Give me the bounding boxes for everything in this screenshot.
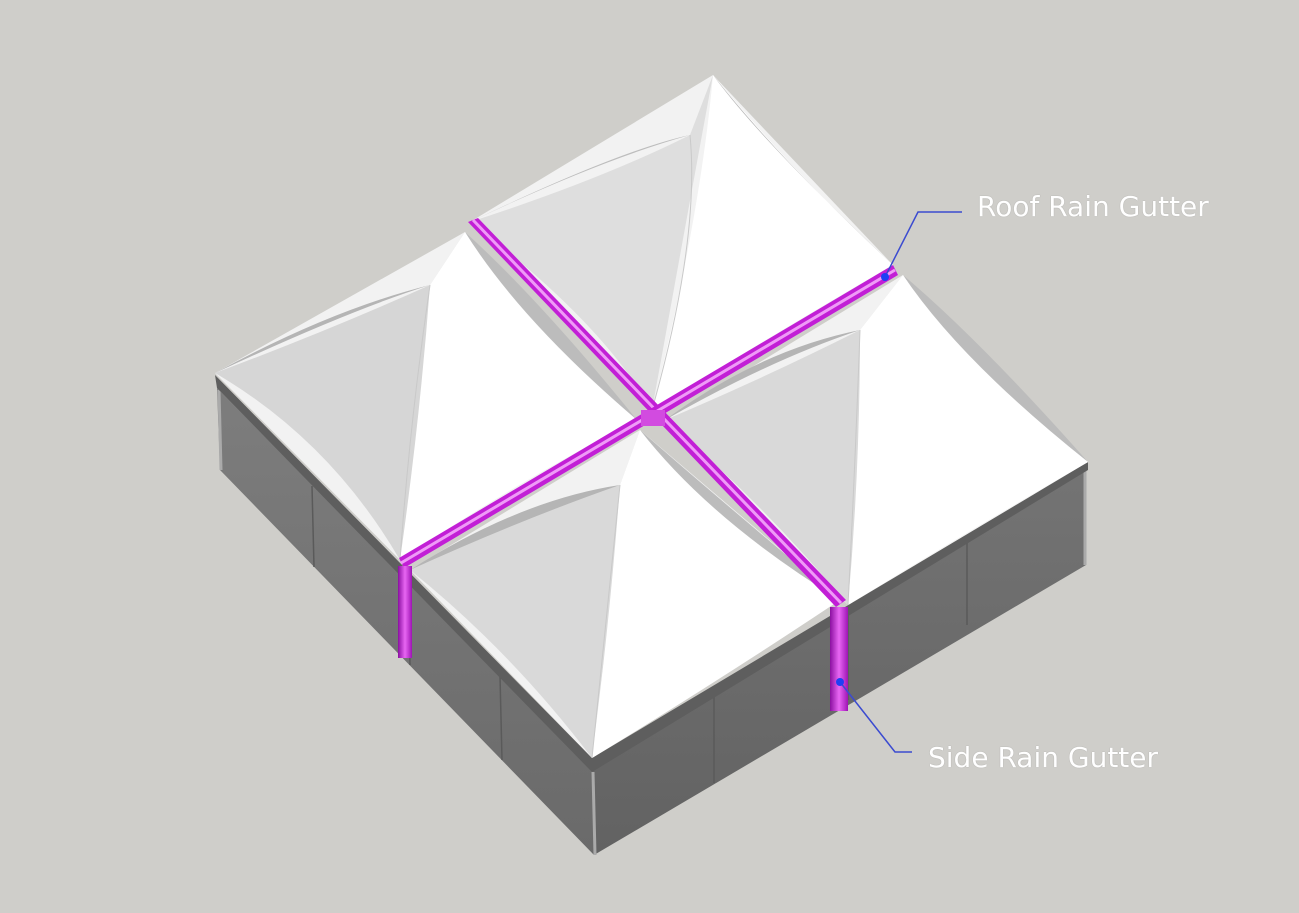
roof-gutter-leader: [884, 211, 962, 278]
callout-dot-icon: [881, 273, 889, 281]
rain-gutters: [398, 218, 898, 711]
callout-dot-icon: [836, 678, 844, 686]
callout-leaders: [836, 211, 962, 753]
side-gutter-leader: [839, 681, 912, 753]
roof-edge-band: [215, 375, 1088, 772]
side-gutter-right: [830, 607, 848, 711]
side-gutter-left: [398, 566, 412, 658]
canopy-left: [215, 232, 637, 561]
canopy-front: [410, 430, 840, 759]
side-rain-gutter-label: Side Rain Gutter: [928, 741, 1159, 774]
roof-rain-gutter-label: Roof Rain Gutter: [977, 190, 1209, 223]
gutter-junction: [641, 410, 665, 426]
wall-posts: [217, 389, 1087, 856]
